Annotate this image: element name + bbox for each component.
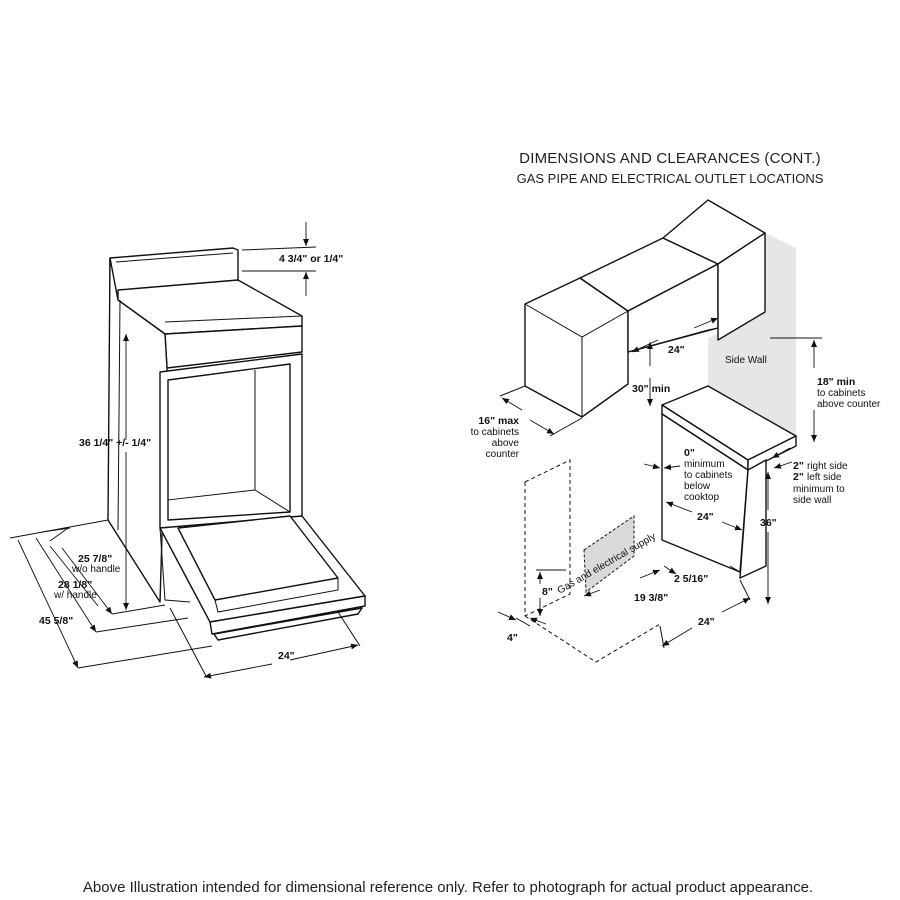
depth-with-handle-note: w/ handle — [53, 590, 97, 601]
side-left-text: left side — [807, 472, 842, 483]
upper-clearance-value: 18" min — [817, 376, 855, 388]
upper-clearance-line2: above counter — [817, 399, 881, 410]
footer-disclaimer: Above Illustration intended for dimensio… — [83, 879, 813, 896]
backguard-height-label: 4 3/4" or 1/4" — [279, 253, 343, 265]
cabinet-depth-line2: above — [492, 438, 520, 449]
side-left-value: 2" — [793, 471, 804, 483]
height-label: 36 1/4" +/- 1/4" — [79, 437, 151, 449]
gas-supply-region — [583, 515, 635, 593]
range-dimensions: 4 3/4" or 1/4" 36 1/4" +/- 1/4" 25 7/8" … — [9, 222, 361, 679]
supply-depth-label: 19 3/8" — [634, 592, 668, 604]
side-wall-shade — [708, 233, 796, 444]
side-right-text: right side — [807, 461, 848, 472]
supply-height-label: 8" — [542, 586, 553, 598]
below-clearance-value: 0" — [684, 447, 695, 459]
cabinet-depth-line3: counter — [486, 449, 520, 460]
side-min-line2: side wall — [793, 495, 831, 506]
depth-no-handle-label: 25 7/8" — [78, 553, 112, 565]
side-wall-label: Side Wall — [725, 355, 767, 366]
cabinet-gap-label: 30" min — [632, 383, 670, 395]
diagram-title: DIMENSIONS AND CLEARANCES (CONT.) — [519, 150, 821, 167]
below-clearance-line2: to cabinets — [684, 470, 732, 481]
floor-width-label: 24" — [698, 616, 715, 628]
cabinet-depth-line1: to cabinets — [471, 427, 519, 438]
below-clearance-line3: below — [684, 481, 711, 492]
side-right-value: 2" — [793, 460, 804, 472]
counter-height-label: 36" — [760, 517, 777, 529]
upper-clearance-line1: to cabinets — [817, 388, 865, 399]
side-min-line1: minimum to — [793, 484, 845, 495]
opening-width-label: 24" — [697, 511, 714, 523]
depth-with-handle-label: 28 1/8" — [58, 579, 92, 591]
installation-dimensions: 24" 30" min Side Wall 18" min to cabinet… — [471, 317, 881, 649]
range-illustration — [107, 247, 366, 641]
cabinet-depth-value: 16" max — [478, 415, 519, 427]
supply-side-label: 2 5/16" — [674, 573, 708, 585]
below-clearance-line1: minimum — [684, 459, 725, 470]
cabinet-width-label: 24" — [668, 344, 685, 356]
below-clearance-line4: cooktop — [684, 492, 719, 503]
range-width-label: 24" — [278, 650, 295, 662]
depth-no-handle-note: w/o handle — [71, 564, 121, 575]
supply-offset-label: 4" — [507, 632, 518, 644]
diagram-subtitle: GAS PIPE AND ELECTRICAL OUTLET LOCATIONS — [517, 171, 824, 186]
depth-door-open-label: 45 5/8" — [39, 615, 73, 627]
